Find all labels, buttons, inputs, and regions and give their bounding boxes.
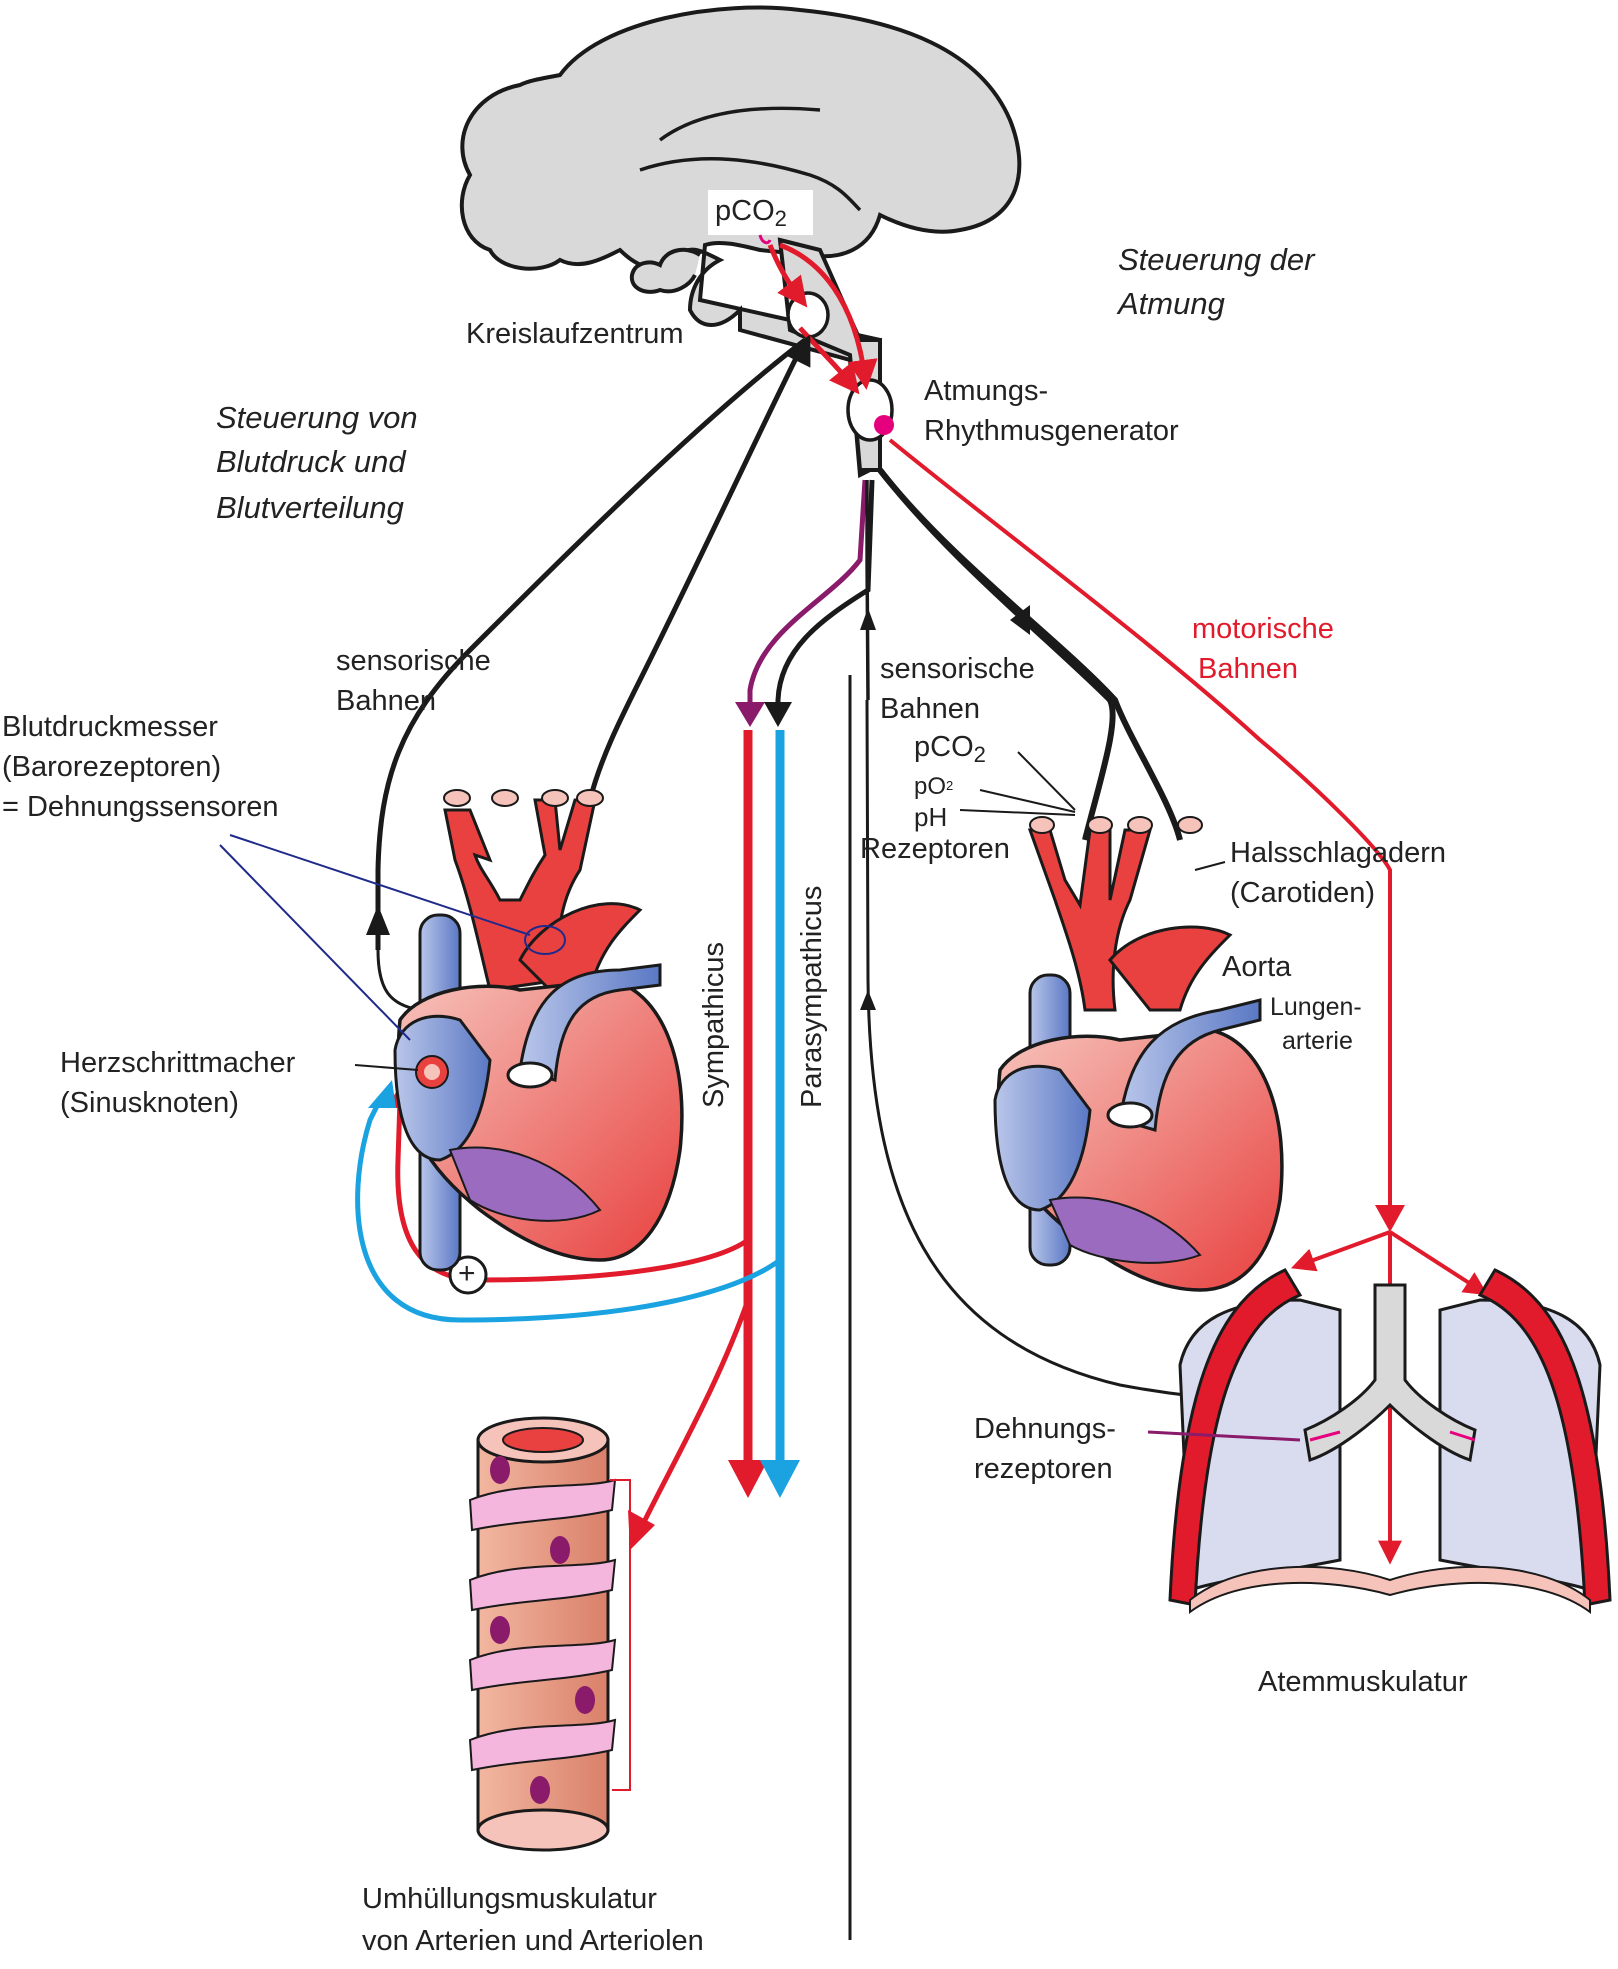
sympathicus-origin: [747, 479, 868, 705]
steuerung-atmung-line1: Steuerung der: [1118, 242, 1315, 277]
kreislaufzentrum-nucleus: [786, 291, 830, 339]
parasympathicus-origin: [775, 479, 875, 710]
pco2-brain-label: pCO2: [715, 192, 787, 232]
lungs: [1168, 1268, 1612, 1614]
steuerung-blut-line1: Steuerung von: [216, 400, 418, 435]
parasympathicus-label: Parasympathicus: [796, 885, 828, 1108]
rez-pco2-text: pCO: [914, 731, 974, 763]
motor-path: [888, 438, 1392, 1210]
pco2-pointer: [1017, 751, 1076, 811]
rhythmus-dot: [874, 415, 894, 435]
pco2-brain-text: pCO: [715, 195, 775, 227]
sympathicus-vessel-branch: [642, 1299, 751, 1522]
pco2-brain-sub: 2: [774, 206, 787, 231]
motor-left-branch: [1290, 1230, 1391, 1272]
steuerung-blut-line2: Blutdruck und: [216, 444, 406, 479]
hals-line1: Halsschlagadern: [1230, 837, 1447, 869]
blutdruck-line3: = Dehnungssensoren: [2, 791, 279, 823]
aorta-label: Aorta: [1222, 951, 1292, 983]
pco2-to-atmung-arrow: [779, 242, 878, 390]
sensory-arrow-left: [366, 905, 390, 935]
carotid-sensory-b: [877, 468, 1183, 841]
umh-line1: Umhüllungsmuskulatur: [362, 1883, 657, 1915]
rez-po2-label: pO2: [914, 768, 953, 809]
motorische-line2: Bahnen: [1198, 653, 1298, 685]
blutdruck-line2: (Barorezeptoren): [2, 751, 222, 783]
rezeptoren-label: Rezeptoren: [860, 833, 1010, 865]
sens-left-line1: sensorische: [336, 645, 491, 677]
baro-pointer-1: [229, 834, 531, 936]
steuerung-atmung-line2: Atmung: [1118, 286, 1225, 321]
atemmusk-label: Atemmuskulatur: [1258, 1666, 1468, 1698]
steuerung-blut-line3: Blutverteilung: [216, 490, 404, 525]
lungen-line2: arterie: [1282, 1027, 1353, 1055]
hals-line2: (Carotiden): [1230, 877, 1376, 909]
sensory-path-left-outer: [375, 338, 807, 950]
kreislauf-to-atmung-arrow: [798, 326, 860, 395]
dehnung-line2: rezeptoren: [974, 1453, 1113, 1485]
parasympathicus-heart-branch: [355, 1098, 782, 1323]
heart-left: [393, 789, 684, 1272]
pco2-to-kreislauf-arrow: [767, 244, 808, 308]
rez-pco2-sub: 2: [973, 742, 986, 767]
umh-line2: von Arterien und Arteriolen: [362, 1925, 704, 1957]
sens-right-line2: Bahnen: [880, 693, 980, 725]
kreislaufzentrum-label: Kreislaufzentrum: [466, 318, 684, 350]
plus-sign: +: [458, 1257, 476, 1290]
atmungs-label-line1: Atmungs-: [924, 375, 1049, 407]
po2-pointer: [979, 789, 1076, 813]
dehnung-pointer: [1147, 1430, 1301, 1442]
sens-left-line2: Bahnen: [336, 685, 436, 717]
pco2-brain-box: [708, 190, 813, 235]
herz-line2: (Sinusknoten): [60, 1087, 239, 1119]
dehnung-line1: Dehnungs-: [974, 1413, 1116, 1445]
motorische-line1: motorische: [1192, 613, 1334, 645]
sensory-path-left-inner: [587, 338, 808, 801]
rez-po2-sub: 2: [946, 778, 954, 793]
herz-line1: Herzschrittmacher: [60, 1047, 296, 1079]
heart-right: [993, 816, 1284, 1292]
rez-ph-label: pH: [914, 802, 948, 832]
sinus-pointer: [354, 1064, 419, 1071]
lungen-line1: Lungen-: [1270, 993, 1362, 1021]
vessel: [468, 1416, 631, 1852]
atmungs-label-line2: Rhythmusgenerator: [924, 415, 1179, 447]
blutdruck-line1: Blutdruckmesser: [2, 711, 218, 743]
sympathicus-arrowhead: [735, 702, 765, 727]
rez-po2-text: pO: [914, 773, 947, 800]
parasympathicus-arrowhead: [764, 702, 792, 727]
plus-circle: [448, 1255, 488, 1295]
rez-pco2-label: pCO2: [914, 728, 986, 768]
sens-right-line1: sensorische: [880, 653, 1035, 685]
ph-pointer: [959, 809, 1076, 816]
motor-right-branch: [1388, 1230, 1489, 1296]
sensory-path-right-vertical: [865, 479, 870, 701]
sympathicus-label: Sympathicus: [698, 941, 730, 1108]
hals-pointer: [1194, 861, 1226, 871]
baro-pointer-2: [219, 844, 411, 1041]
